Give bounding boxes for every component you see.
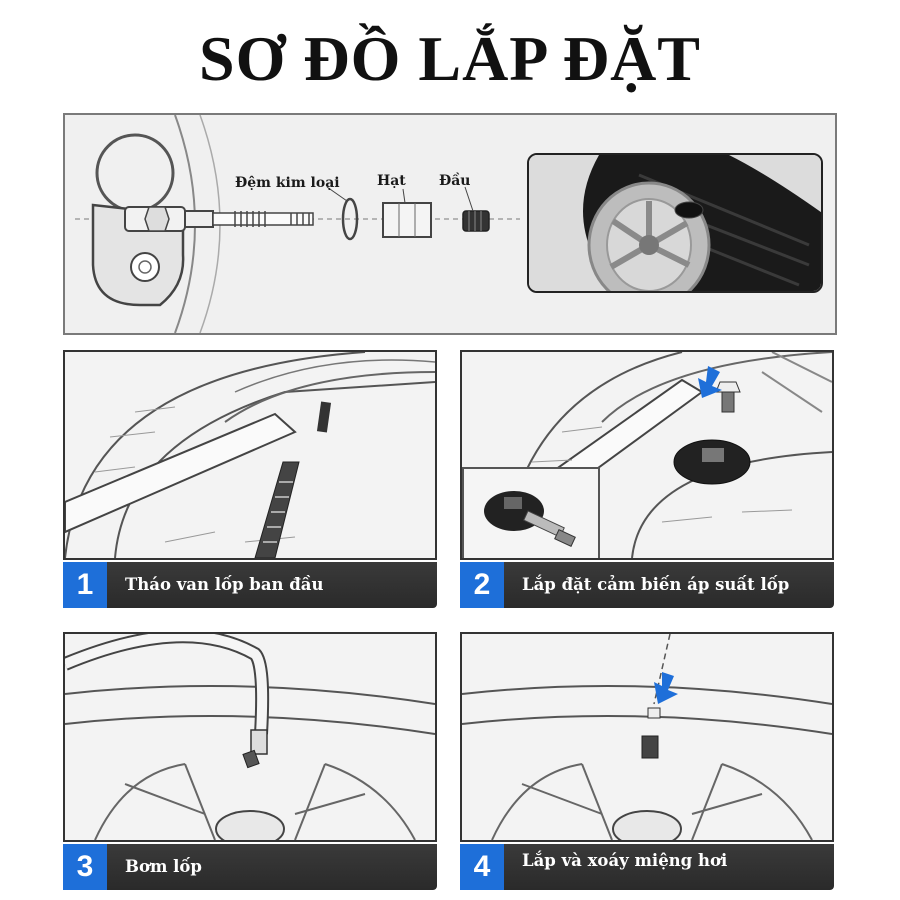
step-1-card: 1 Tháo van lốp ban đầu [63, 350, 437, 608]
step-3-number: 3 [63, 844, 107, 890]
sensor-detail-inset [462, 467, 600, 558]
step-1-bar: 1 Tháo van lốp ban đầu [63, 562, 437, 608]
step-2-number: 2 [460, 562, 504, 608]
step-4-card: 4 Lắp và xoáy miệng hơi [460, 632, 834, 890]
step-2-label: Lắp đặt cảm biến áp suất lốp [522, 575, 790, 594]
step-1-illustration [63, 350, 437, 560]
step-3-illustration [63, 632, 437, 842]
page-title: SƠ ĐỒ LẮP ĐẶT [199, 23, 701, 94]
step-4-label: Lắp và xoáy miệng hơi [522, 851, 728, 870]
step-3-label: Bơm lốp [125, 857, 202, 876]
step-1-number: 1 [63, 562, 107, 608]
installed-sensor-photo [527, 153, 823, 293]
cap-label: Đầu [439, 173, 471, 189]
step-2-bar: 2 Lắp đặt cảm biến áp suất lốp [460, 562, 834, 608]
step-2-illustration [460, 350, 834, 560]
step-4-illustration [460, 632, 834, 842]
step-3-card: 3 Bơm lốp [63, 632, 437, 890]
exploded-view-panel: Đệm kim loại Hạt Đầu [63, 113, 837, 335]
step-2-card: 2 Lắp đặt cảm biến áp suất lốp [460, 350, 834, 608]
step-3-bar: 3 Bơm lốp [63, 844, 437, 890]
step-1-label: Tháo van lốp ban đầu [125, 575, 324, 594]
sensor-exploded-drawing [75, 115, 520, 333]
washer-label: Đệm kim loại [235, 175, 340, 191]
step-4-number: 4 [460, 844, 504, 890]
step-4-bar: 4 Lắp và xoáy miệng hơi [460, 844, 834, 890]
nut-label: Hạt [377, 173, 406, 189]
